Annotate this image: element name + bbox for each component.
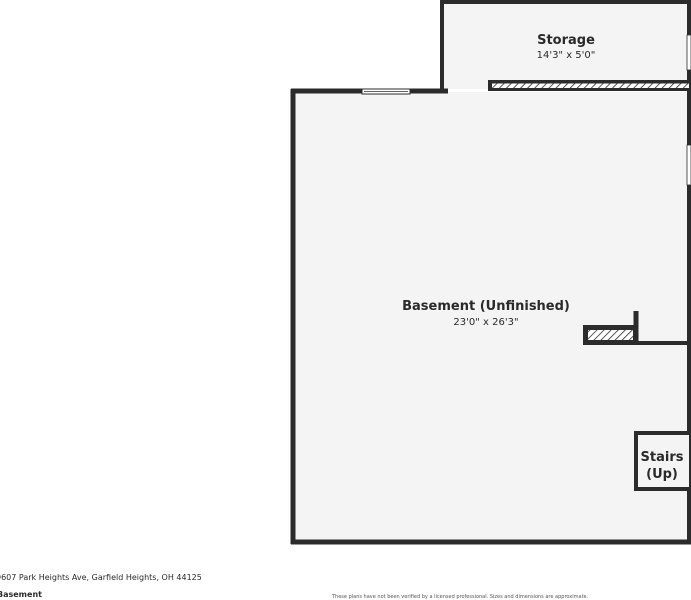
window-right-storage [686,34,691,71]
window-right-basement [686,144,691,186]
basement-floor [295,92,691,541]
storage-partition-hatch [492,83,689,88]
property-address: 9607 Park Heights Ave, Garfield Heights,… [0,573,202,582]
stairs-direction-label: (Up) [646,467,678,482]
stairs-label: Stairs [641,450,684,465]
basement-dimensions: 23'0" x 26'3" [453,317,518,328]
stairs-floor [638,435,689,487]
basement-label: Basement (Unfinished) [402,299,570,314]
storage-floor [443,3,691,89]
disclaimer-text: These plans have not been verified by a … [332,594,589,600]
storage-dimensions: 14'3" x 5'0" [537,50,596,61]
floor-name: Basement [0,590,42,599]
storage-label: Storage [537,33,595,48]
interior-partition-hatch [588,330,633,340]
